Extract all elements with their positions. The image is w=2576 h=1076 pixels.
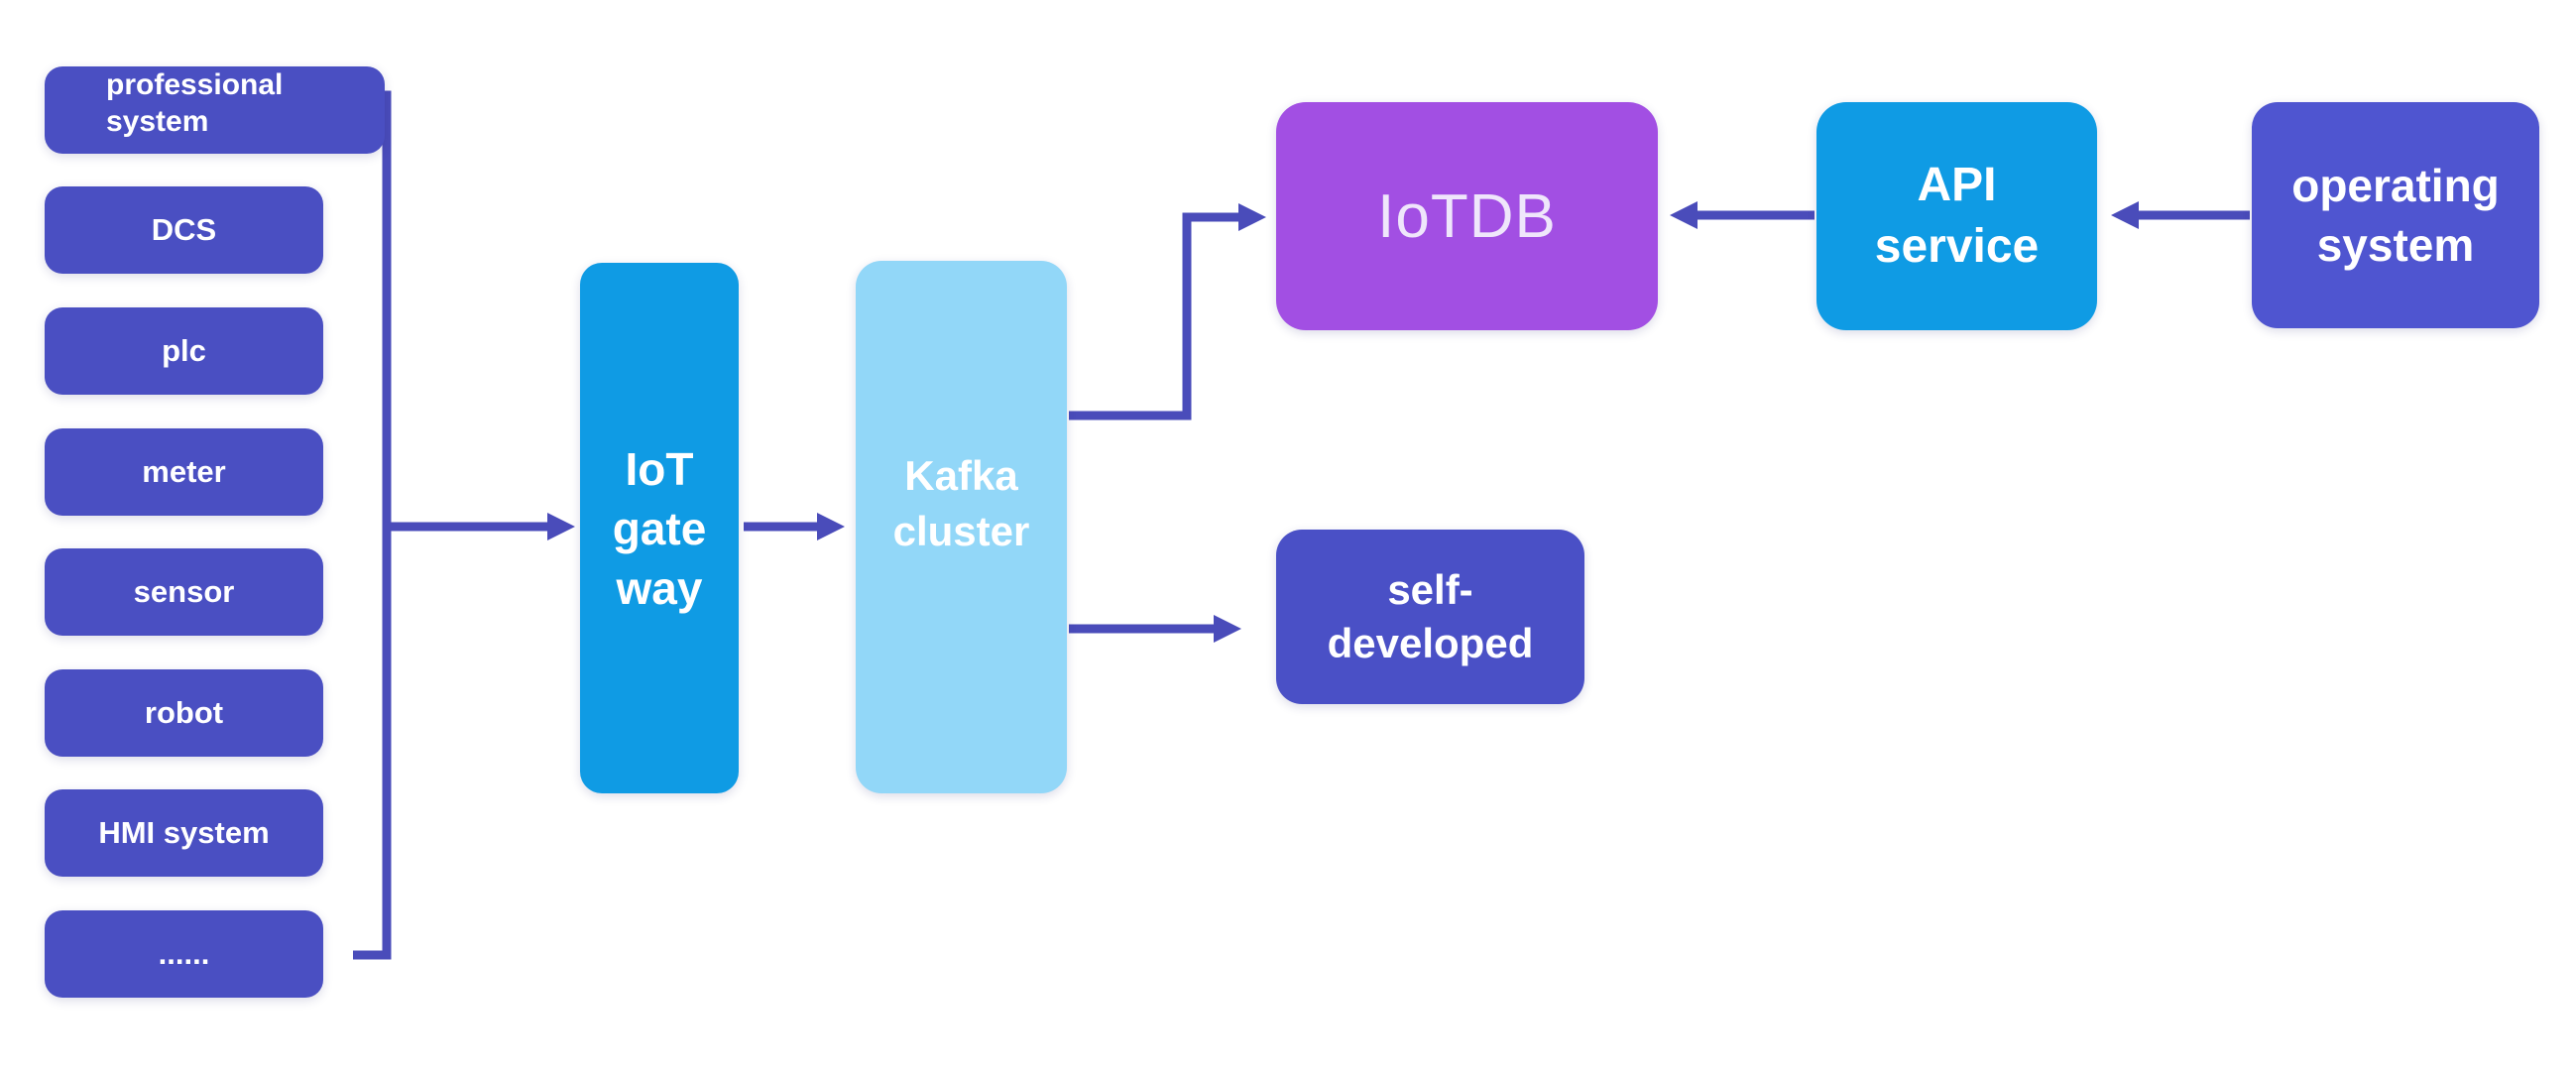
kafka-cluster-node: Kafka cluster [856,261,1067,793]
operating-system-label: operating system [2291,160,2500,271]
source-label: sensor [133,574,235,609]
arrow-kafka-to-selfdev-head [1214,615,1241,643]
arrow-sources-to-gateway-head [547,513,575,540]
arrow-kafka-to-iotdb-line [1069,212,1238,420]
source-label: ...... [158,936,210,971]
iotdb-label: IoTDB [1377,181,1557,251]
source-label: plc [162,333,206,368]
source-label-line: system [106,105,209,138]
source-box-ellipsis: ...... [45,910,323,998]
arrow-api-to-iotdb-head [1670,201,1698,229]
source-box-professional-system: professional system [45,66,385,154]
source-label: HMI system [98,815,270,850]
iotdb-node: IoTDB [1276,102,1658,330]
source-box-meter: meter [45,428,323,516]
arrow-gateway-to-kafka-head [817,513,845,540]
api-service-label: API service [1874,159,2040,273]
source-label: robot [144,695,224,730]
self-developed-node: self- developed [1276,530,1584,704]
source-box-plc: plc [45,307,323,395]
operating-system-node: operating system [2252,102,2539,328]
source-box-robot: robot [45,669,323,757]
source-box-dcs: DCS [45,186,323,274]
source-box-sensor: sensor [45,548,323,636]
self-developed-label: self- developed [1327,566,1534,666]
arrow-os-to-api-head [2111,201,2139,229]
iot-gateway-label: IoT gate way [612,442,707,614]
source-label: DCS [151,212,217,247]
arrow-kafka-to-iotdb-head [1238,203,1266,231]
source-label-line: professional [106,68,284,101]
source-label: meter [142,454,226,489]
sources-bracket [353,90,392,960]
source-box-hmi-system: HMI system [45,789,323,877]
api-service-node: API service [1816,102,2097,330]
iot-gateway-node: IoT gate way [580,263,739,793]
kafka-cluster-label: Kafka cluster [892,451,1030,554]
